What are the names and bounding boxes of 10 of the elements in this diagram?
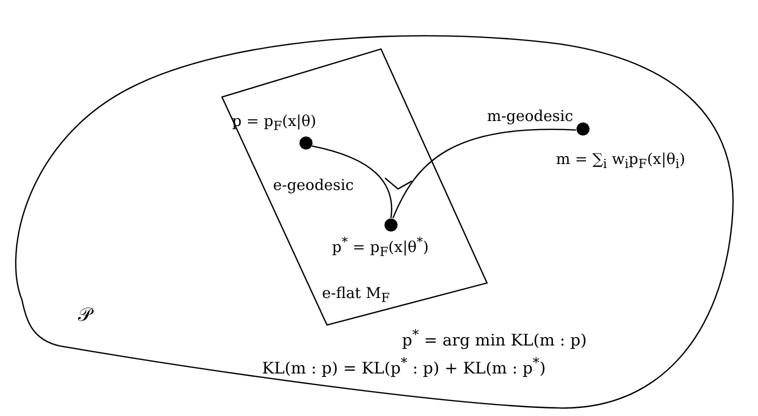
point-label: p$^{*}$ = p$_{F}$(x|θ$^{*}$)	[332, 234, 429, 259]
geodesic-curve	[312, 145, 392, 218]
edge-label: e-geodesic	[272, 176, 355, 194]
equation: KL(m : p) = KL(p$^{*}$ : p) + KL(m : p$^{*}$)	[262, 356, 546, 378]
geodesic-curve	[392, 128, 576, 218]
plane-label: e-flat M$_{F}$	[322, 284, 390, 305]
equation: p$^{*}$ = arg min KL(m : p)	[402, 328, 587, 350]
point-label: m = ∑$_{i}$ w$_{i}$p$_{F}$(x|θ$_{i}$)	[556, 150, 686, 171]
edge-label: m-geodesic	[486, 107, 574, 125]
region-label: 𝒫	[78, 304, 92, 327]
